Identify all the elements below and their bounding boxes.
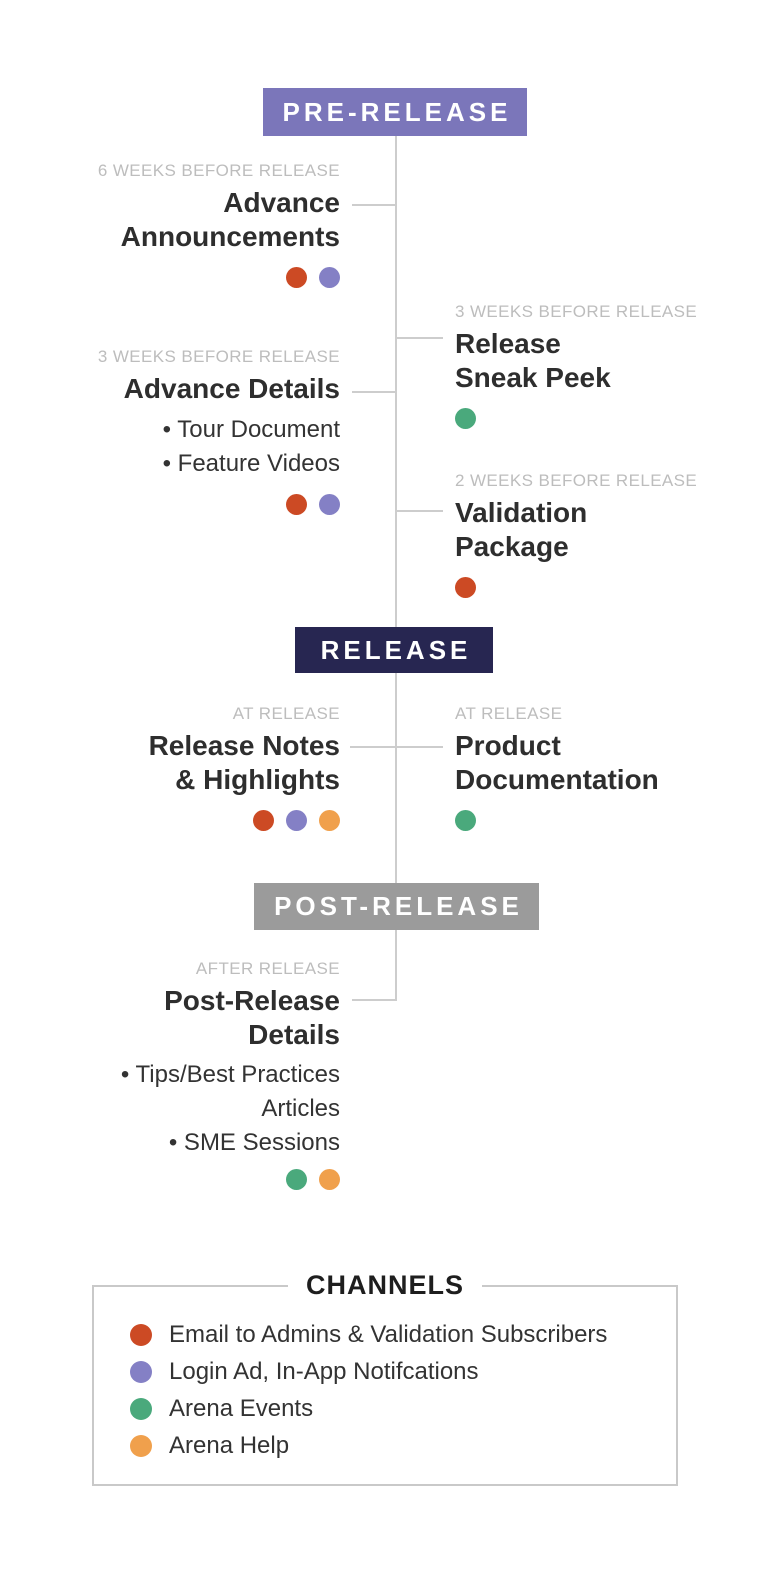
timeline-item-post-release-details: AFTER RELEASE Post-Release Details • Tip… xyxy=(20,958,340,1190)
legend-label: Email to Admins & Validation Subscribers xyxy=(169,1321,608,1348)
timeline-item-advance-announcements: 6 WEEKS BEFORE RELEASE Advance Announcem… xyxy=(20,160,340,288)
legend-label: Arena Events xyxy=(169,1395,314,1422)
channel-dot-login-ad xyxy=(130,1361,152,1383)
item-title: Advance Announcements xyxy=(120,187,340,252)
phase-banner-label: RELEASE xyxy=(320,634,472,665)
timing-label: 3 WEEKS BEFORE RELEASE xyxy=(97,347,340,366)
channel-dot-email xyxy=(253,810,274,831)
legend-label: Arena Help xyxy=(169,1432,290,1459)
item-title: Validation Package xyxy=(455,497,588,562)
timing-label: 6 WEEKS BEFORE RELEASE xyxy=(97,161,340,180)
item-bullets: • Tour Document • Feature Videos xyxy=(20,413,340,481)
timing-label: 3 WEEKS BEFORE RELEASE xyxy=(455,302,698,321)
channel-dot-arena-help xyxy=(130,1435,152,1457)
channel-dots xyxy=(20,810,340,831)
timeline-item-advance-details: 3 WEEKS BEFORE RELEASE Advance Details •… xyxy=(20,346,340,515)
phase-banner-label: PRE-RELEASE xyxy=(282,96,512,127)
channel-dots xyxy=(455,577,755,598)
legend-row-arena-events: Arena Events xyxy=(130,1395,676,1423)
timing-label: AFTER RELEASE xyxy=(195,959,340,978)
connector-line xyxy=(397,510,443,512)
channel-dot-email xyxy=(286,494,307,515)
channel-dots xyxy=(20,494,340,515)
channel-dot-email xyxy=(455,577,476,598)
legend-row-login-ad: Login Ad, In-App Notifcations xyxy=(130,1358,676,1386)
timeline-item-release-notes-highlights: AT RELEASE Release Notes & Highlights xyxy=(20,703,340,831)
connector-line xyxy=(397,746,443,748)
legend-label: Login Ad, In-App Notifcations xyxy=(169,1358,479,1385)
timeline-axis xyxy=(395,136,397,1001)
channel-dots xyxy=(455,408,755,429)
timeline-item-product-documentation: AT RELEASE Product Documentation xyxy=(455,703,755,831)
channel-dot-arena-events xyxy=(455,408,476,429)
channel-dot-login-ad xyxy=(319,494,340,515)
connector-line xyxy=(350,746,396,748)
legend-row-arena-help: Arena Help xyxy=(130,1432,676,1460)
bullet-item: • Tips/Best Practices Articles xyxy=(120,1061,340,1122)
item-title: Release Sneak Peek xyxy=(455,328,611,393)
item-title: Product Documentation xyxy=(455,730,659,795)
channel-dot-arena-events xyxy=(130,1398,152,1420)
channel-dot-email xyxy=(130,1324,152,1346)
timeline-item-release-sneak-peek: 3 WEEKS BEFORE RELEASE Release Sneak Pee… xyxy=(455,301,755,429)
channels-legend-title: CHANNELS xyxy=(287,1269,483,1301)
timing-label: AT RELEASE xyxy=(232,704,340,723)
channel-dot-arena-help xyxy=(319,1169,340,1190)
channel-dot-login-ad xyxy=(319,267,340,288)
phase-banner-pre-release: PRE-RELEASE xyxy=(263,88,527,136)
connector-line xyxy=(352,999,396,1001)
item-title: Post-Release Details xyxy=(164,985,340,1050)
channel-dot-login-ad xyxy=(286,810,307,831)
channel-dot-arena-help xyxy=(319,810,340,831)
phase-banner-release: RELEASE xyxy=(295,627,493,673)
item-title: Release Notes & Highlights xyxy=(148,730,340,795)
channel-dots xyxy=(20,267,340,288)
channel-dots xyxy=(455,810,755,831)
item-title: Advance Details xyxy=(123,373,340,404)
connector-line xyxy=(352,204,396,206)
item-bullets: • Tips/Best Practices Articles • SME Ses… xyxy=(90,1058,340,1160)
channel-dot-email xyxy=(286,267,307,288)
bullet-item: • SME Sessions xyxy=(168,1129,340,1156)
phase-banner-post-release: POST-RELEASE xyxy=(254,883,539,930)
channel-dots xyxy=(20,1169,340,1190)
bullet-item: • Tour Document xyxy=(162,416,340,443)
channel-dot-arena-events xyxy=(455,810,476,831)
bullet-item: • Feature Videos xyxy=(162,450,340,477)
channel-dot-arena-events xyxy=(286,1169,307,1190)
phase-banner-label: POST-RELEASE xyxy=(274,891,523,921)
timing-label: 2 WEEKS BEFORE RELEASE xyxy=(455,471,698,490)
legend-row-email: Email to Admins & Validation Subscribers xyxy=(130,1321,676,1349)
channels-legend-rows: Email to Admins & Validation Subscribers… xyxy=(94,1287,676,1460)
connector-line xyxy=(352,391,396,393)
channels-legend-box: CHANNELS Email to Admins & Validation Su… xyxy=(92,1269,678,1486)
timeline-item-validation-package: 2 WEEKS BEFORE RELEASE Validation Packag… xyxy=(455,470,755,598)
connector-line xyxy=(397,337,443,339)
timing-label: AT RELEASE xyxy=(455,704,563,723)
